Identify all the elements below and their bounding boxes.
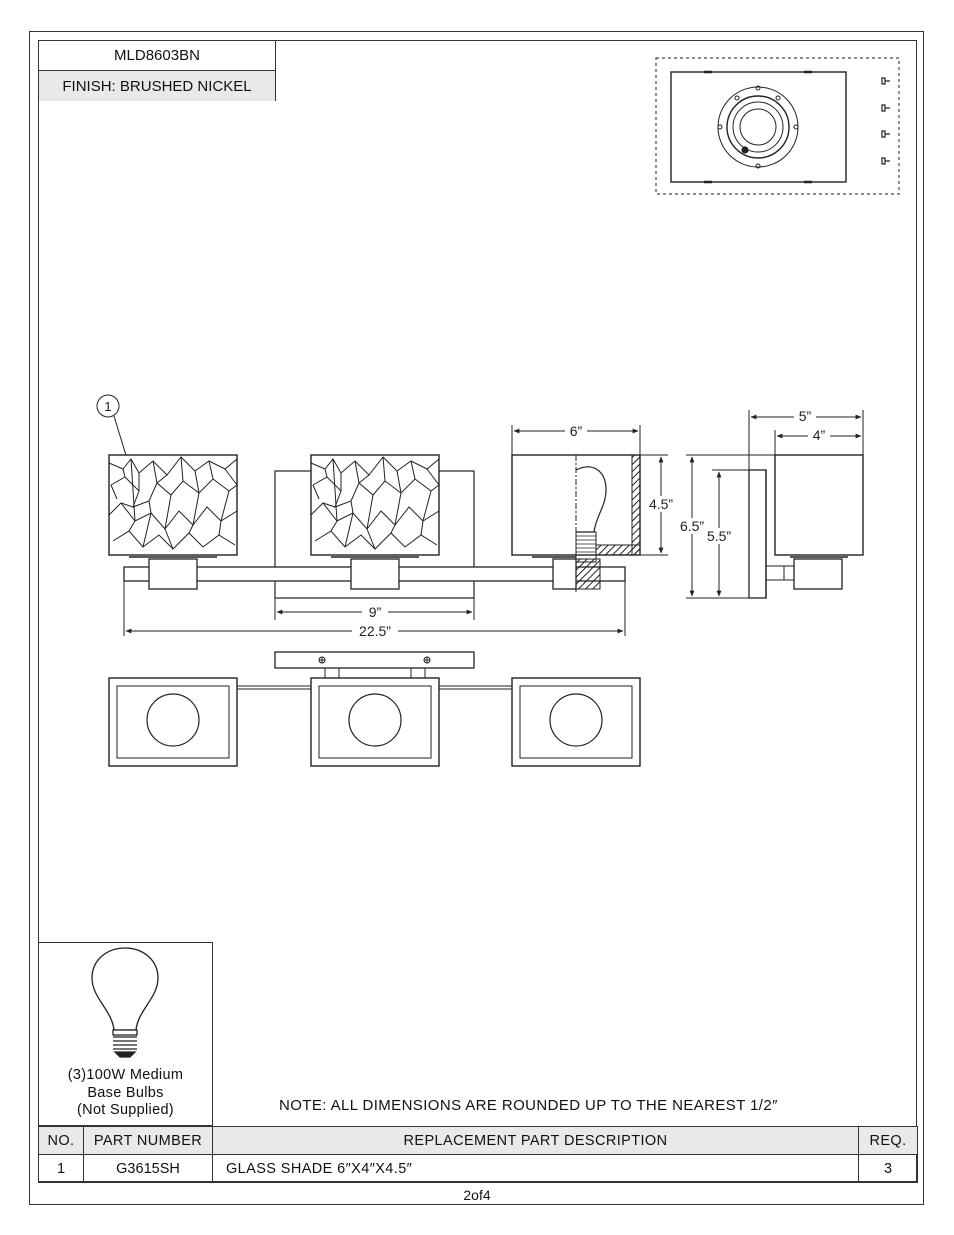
- row-req: 3: [858, 1154, 918, 1183]
- row-description: GLASS SHADE 6″X4″X4.5″: [212, 1154, 859, 1183]
- dim-backplate-width: 9”: [369, 604, 382, 620]
- row-part-number: G3615SH: [83, 1154, 213, 1183]
- side-view: [748, 454, 864, 599]
- model-number: MLD8603BN: [39, 41, 275, 71]
- side-dimensions: 5” 4” 6.5” 5.5”: [676, 408, 864, 599]
- front-view: [108, 454, 641, 599]
- dim-overall-width: 22.5”: [359, 623, 391, 639]
- bulb-spec-line1: (3)100W Medium: [67, 1067, 184, 1083]
- page-outer-border: [29, 31, 924, 1205]
- dim-extension: 5”: [799, 408, 812, 424]
- dim-inner-height: 5.5”: [707, 528, 731, 544]
- top-view: [108, 651, 641, 767]
- bulb-spec-line3: (Not Supplied): [77, 1102, 174, 1118]
- dim-overall-height: 6.5”: [680, 518, 704, 534]
- bulb-icon: [91, 947, 159, 1058]
- header-req: REQ.: [858, 1126, 918, 1155]
- page-number: 2of4: [463, 1187, 491, 1203]
- header-no: NO.: [38, 1126, 84, 1155]
- dimension-note: NOTE: ALL DIMENSIONS ARE ROUNDED UP TO T…: [279, 1097, 778, 1114]
- dim-shade-depth: 4”: [813, 427, 826, 443]
- bulb-spec: (3)100W Medium Base Bulbs (Not Supplied): [39, 1067, 212, 1120]
- parts-table-header: NO. PART NUMBER REPLACEMENT PART DESCRIP…: [38, 1126, 918, 1155]
- finish-label: FINISH: BRUSHED NICKEL: [39, 71, 275, 101]
- bulb-info-box: (3)100W Medium Base Bulbs (Not Supplied): [38, 942, 213, 1126]
- dim-shade-width: 6”: [570, 423, 583, 439]
- header-part-number: PART NUMBER: [83, 1126, 213, 1155]
- table-row: 1 G3615SH GLASS SHADE 6″X4″X4.5″ 3: [38, 1154, 918, 1183]
- mounting-plate-detail: [655, 57, 900, 195]
- bulb-spec-line2: Base Bulbs: [87, 1084, 164, 1101]
- title-block: MLD8603BN FINISH: BRUSHED NICKEL: [38, 40, 276, 101]
- row-no: 1: [38, 1154, 84, 1183]
- callout-number: 1: [104, 399, 111, 414]
- header-description: REPLACEMENT PART DESCRIPTION: [212, 1126, 859, 1155]
- parts-table: NO. PART NUMBER REPLACEMENT PART DESCRIP…: [38, 1126, 918, 1183]
- dim-shade-height: 4.5”: [649, 496, 673, 512]
- part-callout-1: 1: [96, 394, 129, 463]
- front-dimensions: 6” 4.5” 9” 22.5”: [123, 423, 679, 639]
